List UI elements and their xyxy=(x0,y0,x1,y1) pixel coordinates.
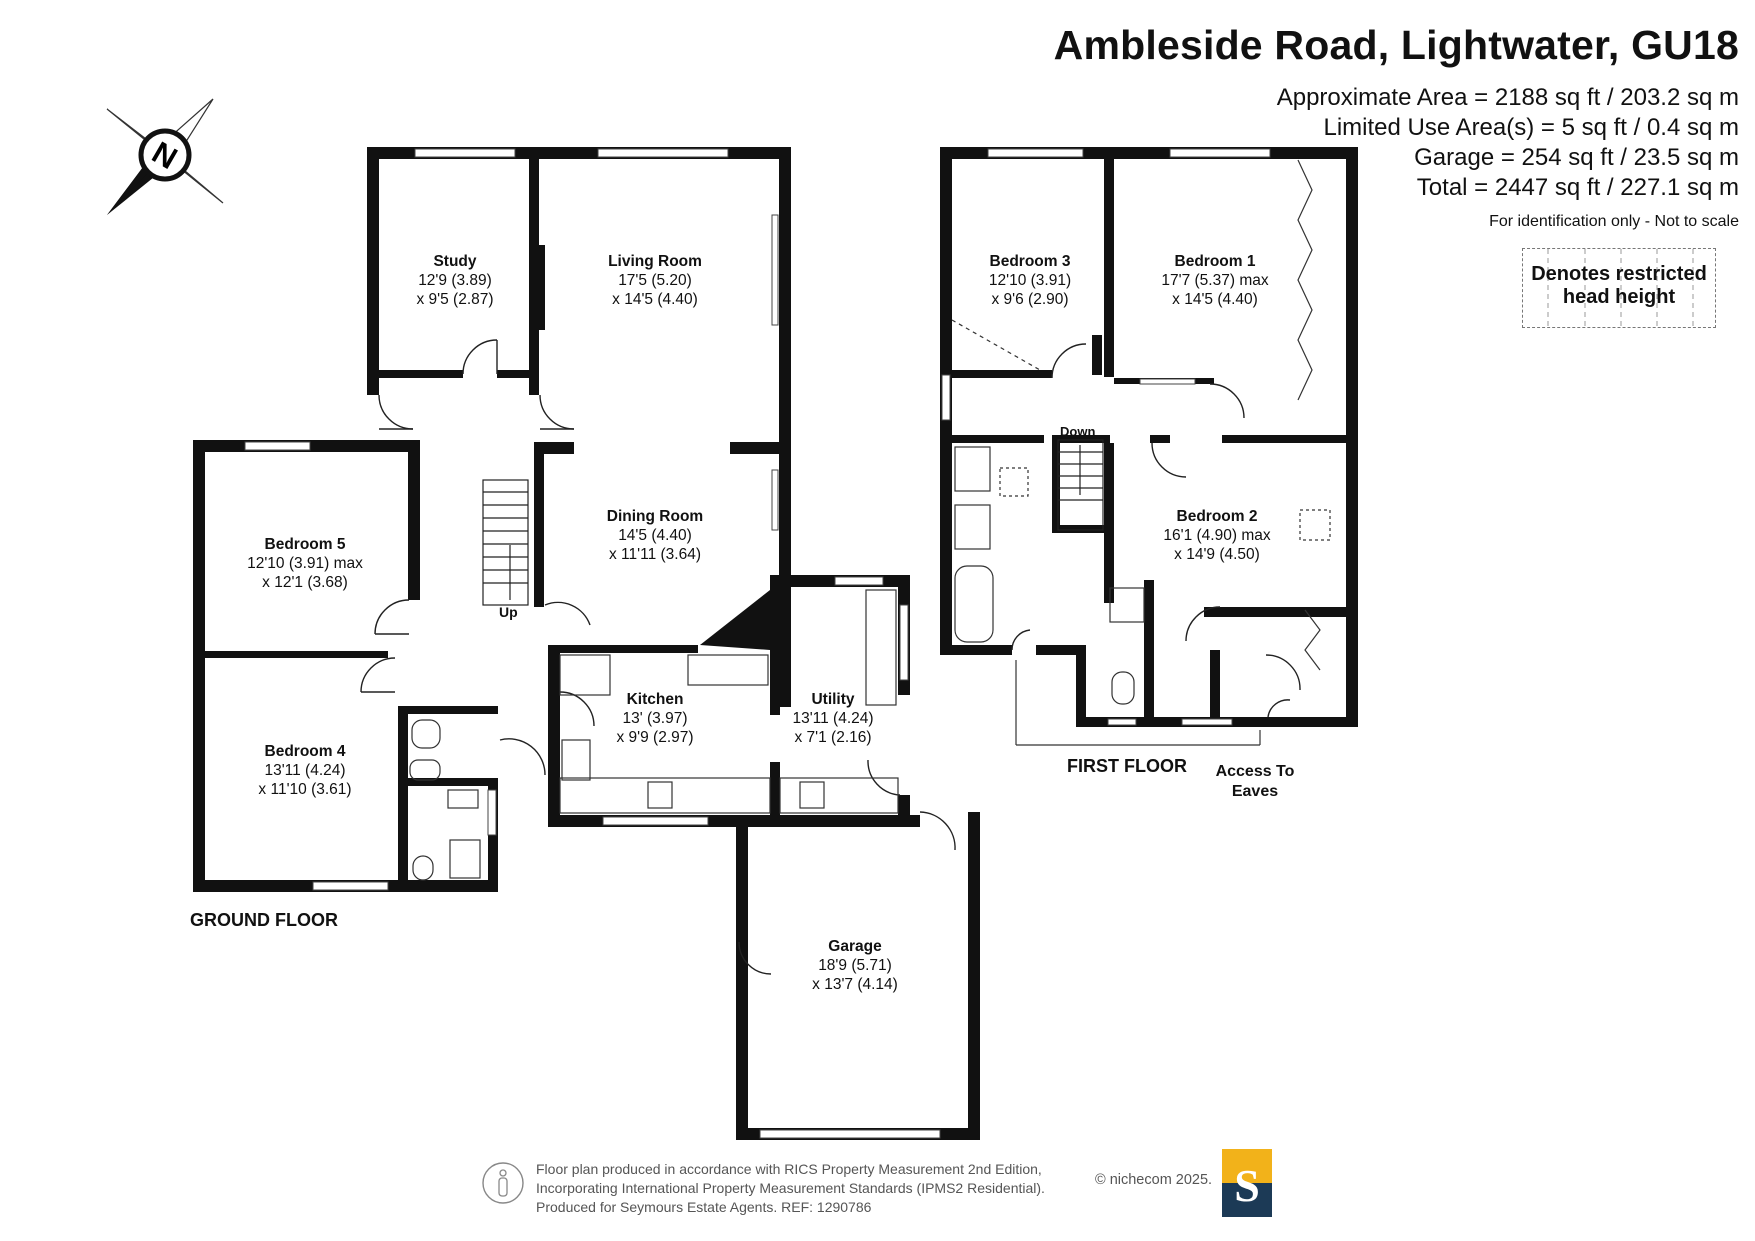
logo-letter: S xyxy=(1234,1160,1260,1211)
room-bedroom-3-dim2: x 9'6 (2.90) xyxy=(991,291,1069,308)
access-to-eaves-label: Access To Eaves xyxy=(1200,762,1310,802)
room-utility-dim2: x 7'1 (2.16) xyxy=(794,729,872,746)
area-garage: Garage = 254 sq ft / 23.5 sq m xyxy=(1414,144,1739,171)
room-bedroom-1: Bedroom 1 17'7 (5.37) max x 14'5 (4.40) xyxy=(1145,252,1285,309)
restricted-line1: Denotes restricted xyxy=(1531,263,1707,285)
restricted-line2: head height xyxy=(1562,286,1676,308)
scale-note: For identification only - Not to scale xyxy=(1489,213,1739,230)
room-living-room-dim2: x 14'5 (4.40) xyxy=(612,291,698,308)
area-approximate: Approximate Area = 2188 sq ft / 203.2 sq… xyxy=(1276,84,1739,111)
room-garage-dim1: 18'9 (5.71) xyxy=(818,957,892,974)
first-floor-label: FIRST FLOOR xyxy=(1067,756,1187,776)
room-bedroom-4: Bedroom 4 13'11 (4.24) x 11'10 (3.61) xyxy=(230,742,380,799)
room-bedroom-3-dim1: 12'10 (3.91) xyxy=(988,272,1072,289)
room-bedroom-4-name: Bedroom 4 xyxy=(264,743,346,760)
room-garage-name: Garage xyxy=(828,938,882,955)
ground-floor-label: GROUND FLOOR xyxy=(190,910,338,930)
room-study-dim1: 12'9 (3.89) xyxy=(418,272,492,289)
room-dining-room-dim2: x 11'11 (3.64) xyxy=(609,546,701,563)
room-bedroom-5-dim1: 12'10 (3.91) max xyxy=(247,555,363,572)
room-garage-dim2: x 13'7 (4.14) xyxy=(812,976,898,993)
room-bedroom-5-name: Bedroom 5 xyxy=(264,536,346,553)
area-total: Total = 2447 sq ft / 227.1 sq m xyxy=(1416,174,1739,201)
room-bedroom-5-dim2: x 12'1 (3.68) xyxy=(262,574,348,591)
restricted-height-legend: Denotes restricted head height xyxy=(1522,248,1716,329)
room-bedroom-1-name: Bedroom 1 xyxy=(1174,253,1256,270)
room-bedroom-2-dim2: x 14'9 (4.50) xyxy=(1174,546,1260,563)
room-bedroom-4-dim2: x 11'10 (3.61) xyxy=(258,781,352,798)
room-bedroom-5: Bedroom 5 12'10 (3.91) max x 12'1 (3.68) xyxy=(225,535,385,592)
compass-icon: N xyxy=(106,98,224,215)
room-bedroom-3-name: Bedroom 3 xyxy=(989,253,1071,270)
footer-line1: Floor plan produced in accordance with R… xyxy=(536,1161,1042,1177)
room-dining-room-dim1: 14'5 (4.40) xyxy=(618,527,692,544)
room-study: Study 12'9 (3.89) x 9'5 (2.87) xyxy=(400,252,510,309)
room-bedroom-4-dim1: 13'11 (4.24) xyxy=(264,762,346,779)
room-living-room: Living Room 17'5 (5.20) x 14'5 (4.40) xyxy=(590,252,720,309)
first-stairs-icon xyxy=(1057,439,1104,531)
room-bedroom-3: Bedroom 3 12'10 (3.91) x 9'6 (2.90) xyxy=(975,252,1085,309)
property-title: Ambleside Road, Lightwater, GU18 xyxy=(1053,22,1739,68)
room-bedroom-1-dim2: x 14'5 (4.40) xyxy=(1172,291,1258,308)
room-bedroom-2-dim1: 16'1 (4.90) max xyxy=(1163,527,1271,544)
first-stairs-label: Down xyxy=(1060,424,1096,439)
room-garage: Garage 18'9 (5.71) x 13'7 (4.14) xyxy=(800,937,910,994)
room-living-room-name: Living Room xyxy=(608,253,702,270)
ground-stairs-label: Up xyxy=(499,604,518,620)
room-utility-name: Utility xyxy=(811,691,855,708)
room-kitchen-dim2: x 9'9 (2.97) xyxy=(616,729,694,746)
room-living-room-dim1: 17'5 (5.20) xyxy=(618,272,692,289)
room-kitchen-dim1: 13' (3.97) xyxy=(622,710,688,727)
footer-line2: Incorporating International Property Mea… xyxy=(536,1180,1045,1196)
room-utility-dim1: 13'11 (4.24) xyxy=(792,710,874,727)
room-study-name: Study xyxy=(433,253,477,270)
room-bedroom-2: Bedroom 2 16'1 (4.90) max x 14'9 (4.50) xyxy=(1147,507,1287,564)
copyright-text: © nichecom 2025. xyxy=(1095,1172,1213,1188)
seymours-logo: S xyxy=(1222,1149,1272,1217)
room-utility: Utility 13'11 (4.24) x 7'1 (2.16) xyxy=(783,690,883,747)
room-dining-room-name: Dining Room xyxy=(606,508,704,525)
room-kitchen: Kitchen 13' (3.97) x 9'9 (2.97) xyxy=(600,690,710,747)
room-bedroom-1-dim1: 17'7 (5.37) max xyxy=(1161,272,1269,289)
room-kitchen-name: Kitchen xyxy=(626,691,684,708)
room-study-dim2: x 9'5 (2.87) xyxy=(416,291,494,308)
eaves-line2: Eaves xyxy=(1231,783,1279,800)
footer-credits: Floor plan produced in accordance with R… xyxy=(536,1160,1045,1217)
ipms-person-icon xyxy=(482,1162,524,1204)
restricted-hatch-icon xyxy=(1547,249,1694,329)
area-limited-use: Limited Use Area(s) = 5 sq ft / 0.4 sq m xyxy=(1323,114,1740,141)
room-bedroom-2-name: Bedroom 2 xyxy=(1176,508,1258,525)
ground-stairs-icon xyxy=(482,479,529,606)
footer-line3: Produced for Seymours Estate Agents. REF… xyxy=(536,1199,872,1215)
eaves-line1: Access To xyxy=(1215,763,1295,780)
room-dining-room: Dining Room 14'5 (4.40) x 11'11 (3.64) xyxy=(585,507,725,564)
